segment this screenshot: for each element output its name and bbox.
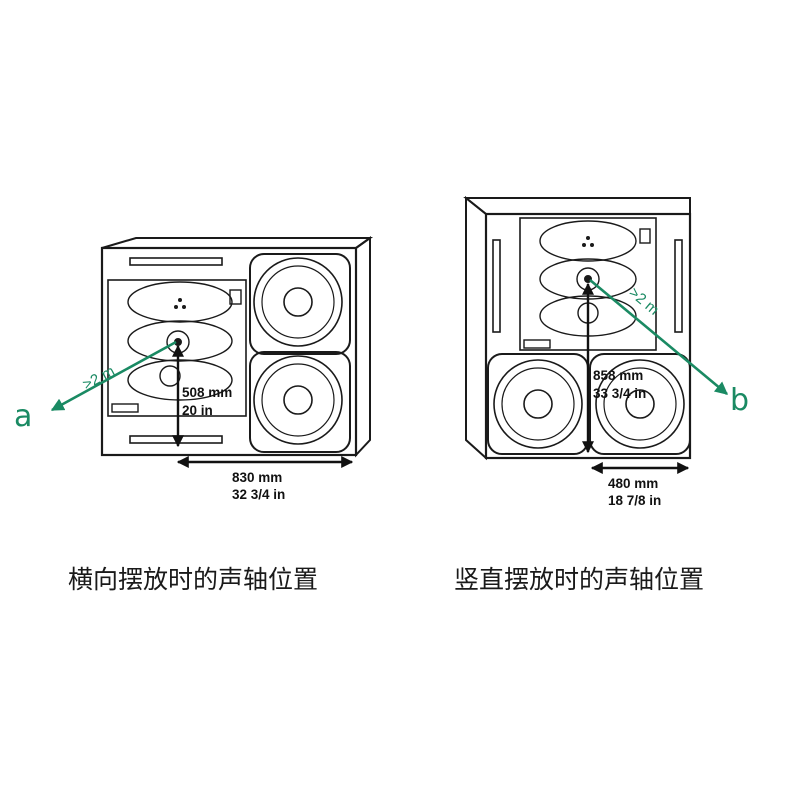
cabinet-front xyxy=(484,212,692,460)
cabinet-side-face xyxy=(465,195,487,461)
cabinet-top-face xyxy=(463,197,691,215)
tweeter-center xyxy=(584,275,592,283)
width-in-right: 18 7/8 in xyxy=(608,493,661,508)
cabinet-side-face xyxy=(355,236,371,458)
port-left xyxy=(492,239,501,333)
height-in-right: 33 3/4 in xyxy=(593,386,646,401)
woofer-bottom xyxy=(249,351,351,453)
acoustic-axis-arrow-right xyxy=(589,279,728,395)
woofer-right xyxy=(589,353,691,455)
port-bottom xyxy=(129,435,223,444)
vertical-speaker xyxy=(463,195,692,461)
width-in-left: 32 3/4 in xyxy=(232,487,285,502)
panel-indicator xyxy=(229,289,242,305)
logo-icon xyxy=(174,298,186,309)
woofer-left xyxy=(487,353,589,455)
width-mm-left: 830 mm xyxy=(232,470,282,485)
cabinet-front xyxy=(100,246,358,457)
port-top xyxy=(129,257,223,266)
distance-left: >2 m xyxy=(80,363,118,394)
port-right xyxy=(674,239,683,333)
marker-a: a xyxy=(14,399,32,434)
height-in-left: 20 in xyxy=(182,403,213,418)
height-mm-right: 858 mm xyxy=(593,368,643,383)
panel-indicator xyxy=(639,228,651,244)
caption-vertical: 竖直摆放时的声轴位置 xyxy=(454,565,705,594)
mid-driver-top xyxy=(539,220,637,262)
acoustic-axis-arrow-left xyxy=(50,340,177,412)
logo-icon xyxy=(582,236,594,247)
width-mm-right: 480 mm xyxy=(608,476,658,491)
caption-horizontal: 横向摆放时的声轴位置 xyxy=(68,565,319,594)
marker-b: b xyxy=(730,383,749,418)
cabinet-top-face xyxy=(101,237,374,249)
horizontal-speaker xyxy=(100,236,374,458)
height-mm-left: 508 mm xyxy=(182,385,232,400)
panel-badge xyxy=(523,339,551,349)
mid-driver-top xyxy=(127,281,233,323)
woofer-top xyxy=(249,253,351,355)
panel-badge xyxy=(111,403,139,413)
